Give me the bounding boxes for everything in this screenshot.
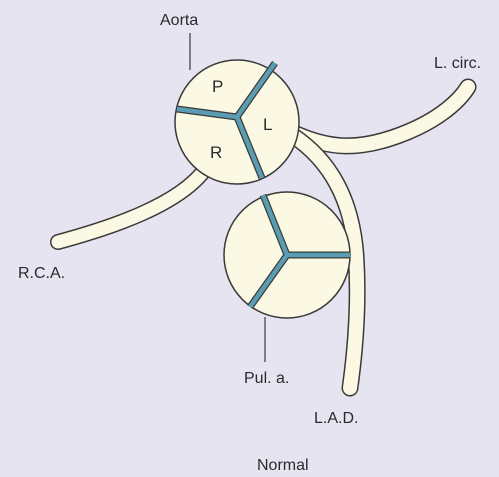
rca-vessel (58, 168, 206, 242)
l-circ-vessel-fill (292, 87, 468, 146)
l-circ-vessel (292, 87, 468, 146)
lad-label: L.A.D. (314, 410, 358, 427)
l-circ-label: L. circ. (434, 55, 481, 72)
rca-vessel-fill (58, 168, 206, 242)
pulmonary-valve (224, 192, 350, 318)
cusp-label-p: P (212, 77, 223, 96)
pul-a-label: Pul. a. (244, 370, 289, 387)
aorta-label: Aorta (160, 12, 198, 29)
cusp-label-l: L (263, 115, 272, 134)
rca-label: R.C.A. (18, 265, 65, 282)
aortic-valve: P L R (175, 60, 299, 184)
cusp-label-r: R (210, 143, 222, 162)
caption-label: Normal (257, 457, 309, 474)
